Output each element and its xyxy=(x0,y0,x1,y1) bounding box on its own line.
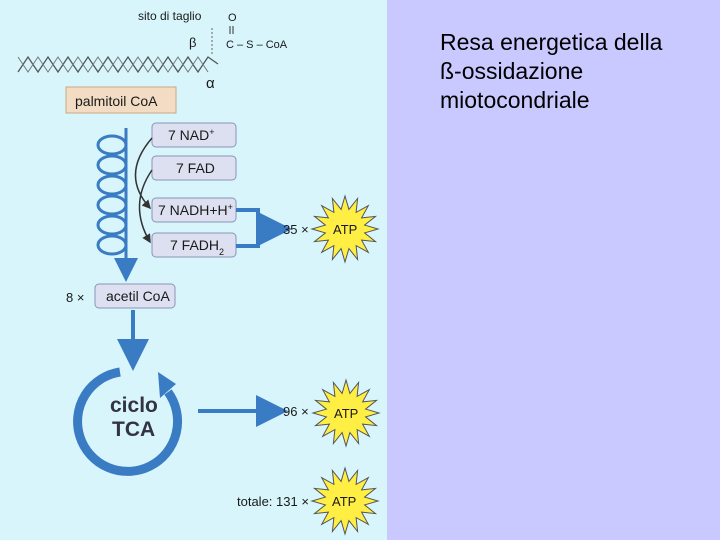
atp-count-1: 35 × xyxy=(283,222,309,237)
atp-star-1 xyxy=(310,194,380,264)
box-fadh2-label: 7 FADH2 xyxy=(170,237,224,257)
box-nadh-label: 7 NADH+H+ xyxy=(158,202,233,218)
oxygen-label: O xyxy=(228,12,237,24)
beta-oxidation-spiral xyxy=(96,128,128,265)
title-line-2: ß-ossidazione xyxy=(440,58,584,84)
acetyl-coa-label: acetil CoA xyxy=(106,288,170,304)
fad-to-fadh2-arrow xyxy=(138,169,153,244)
atp-star-shape xyxy=(310,194,380,264)
title-line-1: Resa energetica della xyxy=(440,29,663,55)
atp-star-2 xyxy=(311,378,381,448)
cleavage-site-label: sito di taglio xyxy=(138,9,202,23)
fatty-acid-chain xyxy=(17,55,219,74)
atp-star-total-label: ATP xyxy=(332,494,356,509)
acetyl-coa-box xyxy=(94,283,176,309)
acetyl-multiplier: 8 × xyxy=(66,290,84,305)
thioester-label: C – S – CoA xyxy=(226,39,288,51)
box-fad xyxy=(151,155,237,181)
nad-to-nadh-arrow xyxy=(134,137,153,210)
palmitoyl-coa-box xyxy=(65,86,177,114)
atp-star-shape xyxy=(310,466,380,536)
cofactor-boxes: 7 NAD+ 7 FAD 7 NADH+H+ 7 FADH2 xyxy=(151,122,237,258)
title-panel xyxy=(387,0,720,540)
beta-label: β xyxy=(189,35,196,50)
atp-count-2: 96 × xyxy=(283,404,309,419)
palmitoyl-coa-label: palmitoil CoA xyxy=(75,93,158,109)
box-fad-label: 7 FAD xyxy=(176,160,215,176)
atp-star-total xyxy=(310,466,380,536)
slide-title: Resa energetica della ß-ossidazione miot… xyxy=(440,28,710,115)
tca-cycle-ring xyxy=(73,367,183,476)
atp-count-total: totale: 131 × xyxy=(237,494,309,509)
box-nad xyxy=(151,122,237,148)
alpha-label: α xyxy=(206,75,215,92)
atp-star-1-label: ATP xyxy=(333,222,357,237)
atp-star-shape xyxy=(311,378,381,448)
diagram-panel xyxy=(0,0,387,540)
tca-cycle-label-1: ciclo xyxy=(110,394,158,417)
atp-star-2-label: ATP xyxy=(334,406,358,421)
tca-cycle-label-2: TCA xyxy=(112,418,155,441)
reduced-cofactor-bracket xyxy=(236,208,260,248)
title-line-3: miotocondriale xyxy=(440,87,590,113)
beta-oxidation-diagram: sito di taglio β α O C – S – CoA palmito… xyxy=(17,9,381,536)
box-nad-label: 7 NAD+ xyxy=(168,127,215,143)
tca-cycle-arrowhead xyxy=(158,372,176,398)
fatty-acid-chain-shadow xyxy=(17,56,209,73)
